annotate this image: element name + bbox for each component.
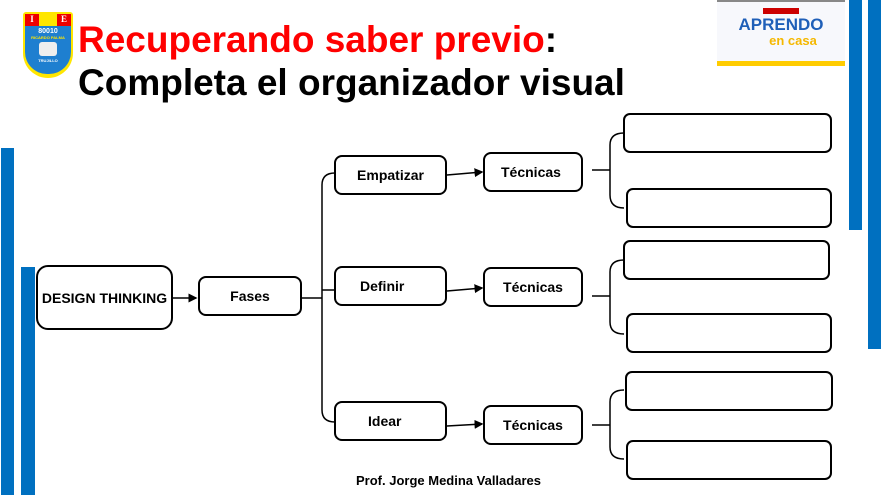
root-node: DESIGN THINKING: [36, 265, 173, 330]
decor-bar: [868, 0, 881, 349]
page-subtitle: Completa el organizador visual: [78, 62, 625, 103]
techniques-node: Técnicas: [483, 405, 583, 445]
answer-box[interactable]: [623, 240, 830, 280]
answer-box[interactable]: [626, 313, 832, 353]
page-title: Recuperando saber previo:: [78, 19, 558, 60]
logo-number: 80010: [38, 28, 58, 35]
answer-box[interactable]: [626, 440, 832, 480]
logo-name: RICARDO PALMA: [31, 35, 65, 40]
logo-letter: I: [25, 14, 39, 26]
phase-node-definir: Definir: [334, 266, 447, 306]
decor-bar: [849, 0, 862, 230]
aprendo-en-casa-logo: APRENDO en casa: [717, 0, 845, 66]
school-logo: I E 80010 RICARDO PALMA TRUJILLO: [23, 12, 73, 78]
answer-box[interactable]: [625, 371, 833, 411]
decor-bar: [21, 267, 35, 495]
decor-bar: [1, 148, 14, 495]
answer-box[interactable]: [623, 113, 832, 153]
phases-node: Fases: [198, 276, 302, 316]
techniques-node: Técnicas: [483, 267, 583, 307]
phase-node-empatizar: Empatizar: [334, 155, 447, 195]
logo-city: TRUJILLO: [38, 58, 58, 63]
logo-letter: E: [57, 14, 71, 26]
techniques-node: Técnicas: [483, 152, 583, 192]
author-footer: Prof. Jorge Medina Valladares: [356, 473, 541, 488]
answer-box[interactable]: [626, 188, 832, 228]
phase-node-idear: Idear: [334, 401, 447, 441]
